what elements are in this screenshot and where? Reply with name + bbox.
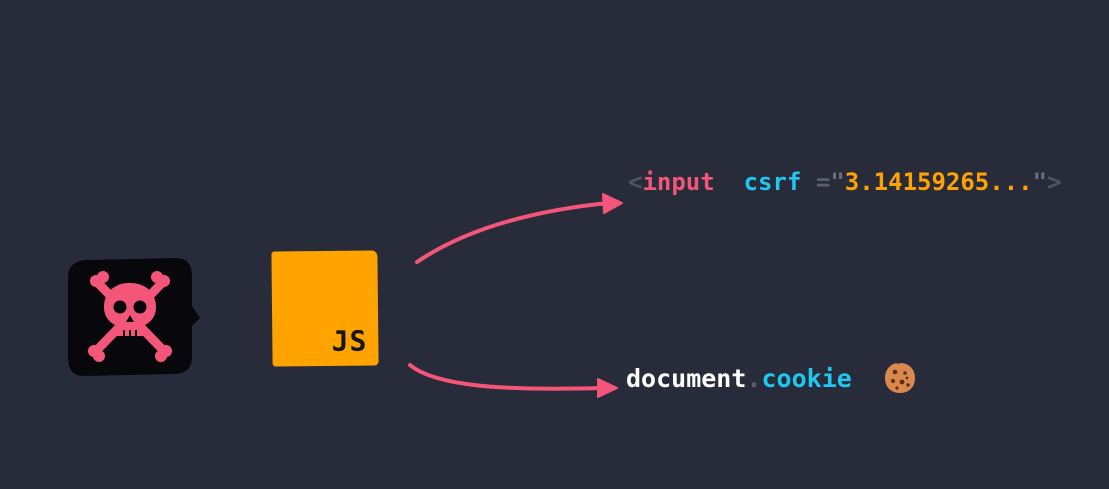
document-object: document bbox=[626, 364, 747, 393]
arrow-to-document-cookie-head bbox=[597, 378, 618, 398]
javascript-logo: JS bbox=[271, 250, 379, 367]
open-angle-bracket: < bbox=[628, 168, 643, 196]
cookie-icon bbox=[885, 363, 915, 393]
input-tag-name: input bbox=[642, 168, 715, 196]
csrf-token-value: 3.14159265... bbox=[844, 168, 1033, 196]
arrow-to-document-cookie bbox=[408, 363, 618, 398]
skull-crossbones-icon bbox=[88, 271, 172, 362]
arrow-to-csrf-input bbox=[415, 193, 623, 264]
csrf-input-code: <input csrf ="3.14159265..."> bbox=[628, 168, 1062, 196]
document-cookie-code: document.cookie bbox=[626, 364, 852, 393]
arrow-to-csrf-input-shaft bbox=[415, 201, 610, 264]
equals-sign: = bbox=[815, 168, 831, 196]
property-dot: . bbox=[746, 364, 762, 393]
attacker-badge bbox=[68, 258, 200, 376]
arrow-to-csrf-input-head bbox=[602, 193, 623, 214]
close-angle-bracket: > bbox=[1047, 168, 1062, 196]
cookie-property: cookie bbox=[761, 364, 852, 393]
arrow-to-document-cookie-shaft bbox=[408, 363, 604, 391]
csrf-attribute-name: csrf bbox=[743, 168, 802, 196]
javascript-logo-label: JS bbox=[331, 324, 368, 358]
close-quote: " bbox=[1032, 168, 1048, 196]
open-quote: " bbox=[830, 168, 845, 196]
